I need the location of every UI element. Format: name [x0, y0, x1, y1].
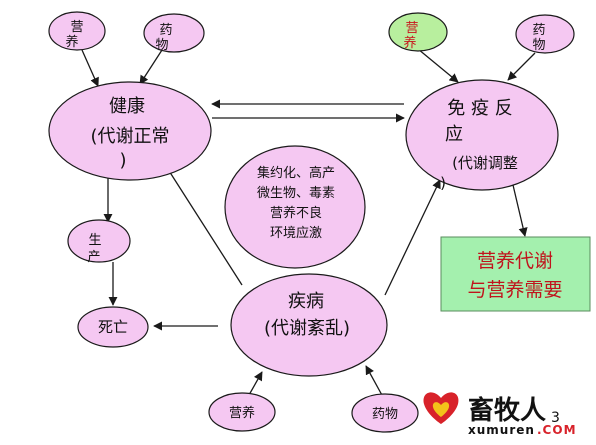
node-health: 健康 (代谢正常 ) — [48, 81, 212, 181]
node-nutrition-top-right-line1: 营 — [405, 21, 418, 36]
goal-box: 营养代谢 与营养需要 — [440, 236, 591, 312]
node-immune-line1: 免 疫 反 — [447, 98, 512, 119]
node-nutrition-bottom-label: 营养 — [229, 405, 255, 421]
node-drug-top-left-line2: 物 — [155, 38, 168, 53]
node-production-line2: 产 — [87, 250, 100, 265]
node-immune-line4: ) — [440, 174, 446, 192]
node-disease-line1: 疾病 — [288, 291, 324, 312]
node-death: 死亡 — [77, 306, 149, 348]
node-immune-response: 免 疫 反 应 (代谢调整 ) — [405, 79, 559, 192]
node-immune-line2: 应 — [445, 124, 463, 145]
arrow-drug-to-immune — [507, 52, 536, 81]
arrow-nutrition-to-immune — [417, 48, 459, 83]
node-nutrition-top-left-line1: 营 — [70, 20, 83, 35]
watermark-domain: .COM — [537, 423, 577, 437]
goal-box-line1: 营养代谢 — [477, 250, 553, 272]
arrow-drug-to-health — [139, 49, 163, 85]
arrow-drug-to-disease — [365, 365, 384, 398]
arrow-disease-to-health — [163, 162, 243, 286]
node-drug-top-right-line1: 药 — [532, 23, 545, 38]
node-health-line2: (代谢正常 — [90, 126, 169, 147]
watermark: 畜牧人 xumuren .COM — [423, 392, 577, 437]
node-factors-line1: 集约化、高产 — [257, 165, 335, 181]
watermark-cn: 畜牧人 — [468, 395, 546, 426]
node-death-label: 死亡 — [98, 318, 128, 336]
node-drug-top-left-line1: 药 — [159, 23, 172, 38]
node-drug-bottom: 药物 — [351, 393, 419, 433]
arrow-disease-to-immune — [384, 179, 441, 296]
node-drug-top-right: 药 物 — [515, 14, 575, 54]
watermark-latin: xumuren — [468, 423, 535, 437]
node-nutrition-top-right: 营 养 — [388, 12, 448, 52]
node-nutrition-top-right-line2: 养 — [403, 35, 416, 51]
node-production-line1: 生 — [88, 233, 101, 248]
arrow-immune-to-goal — [512, 184, 528, 237]
arrow-nutrition-to-disease — [248, 371, 263, 396]
goal-box-line2: 与营养需要 — [467, 279, 562, 301]
node-drug-bottom-label: 药物 — [372, 407, 398, 422]
node-immune-line3: (代谢调整 — [452, 154, 518, 172]
node-factors-line2: 微生物、毒素 — [257, 186, 335, 201]
arrow-nutrition-to-health — [81, 49, 99, 87]
node-factors-line3: 营养不良 — [270, 205, 322, 221]
page-number: 3 — [551, 410, 560, 426]
node-factors: 集约化、高产 微生物、毒素 营养不良 环境应激 — [224, 145, 366, 269]
node-disease-line2: (代谢紊乱) — [264, 318, 350, 339]
node-health-line1: 健康 — [109, 96, 145, 117]
watermark-logo-icon — [423, 392, 459, 424]
node-health-line3: ) — [119, 150, 126, 171]
node-drug-top-left: 药 物 — [143, 13, 205, 53]
node-nutrition-bottom: 营养 — [208, 392, 276, 432]
node-drug-top-right-line2: 物 — [532, 38, 545, 53]
node-production: 生 产 — [67, 219, 131, 265]
arrows — [81, 48, 536, 398]
node-nutrition-top-left-line2: 养 — [65, 34, 78, 50]
node-disease: 疾病 (代谢紊乱) — [230, 273, 388, 377]
node-nutrition-top-left: 营 养 — [48, 11, 106, 51]
node-factors-line4: 环境应激 — [270, 225, 322, 241]
